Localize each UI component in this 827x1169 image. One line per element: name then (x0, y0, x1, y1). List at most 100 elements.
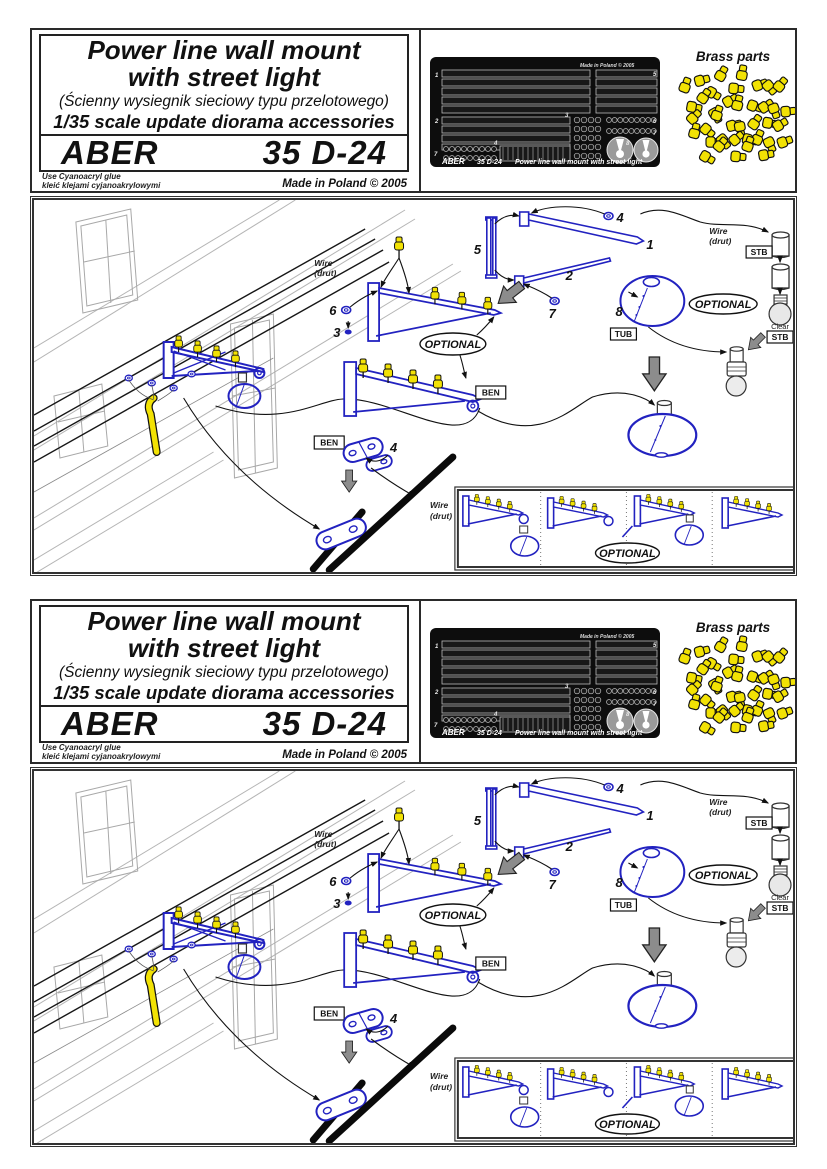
bracket-three-insulators: 6 3 Wire (drut) (314, 807, 504, 913)
instruction-panel: Power line wall mount with street light … (30, 599, 797, 1149)
svg-text:OPTIONAL: OPTIONAL (599, 1119, 656, 1131)
svg-text:3: 3 (565, 684, 569, 690)
header-footer: Use Cyanoacryl glue kleić klejami cyjano… (42, 172, 407, 190)
part1-mount-plate (518, 211, 530, 227)
building-facade (34, 771, 462, 1143)
svg-text:6: 6 (653, 119, 657, 125)
etched-fret-photo: Made in Poland © 2005 (430, 628, 660, 738)
part7-label: 7 (549, 877, 557, 892)
svg-text:BEN: BEN (482, 958, 500, 968)
part6-label: 6 (329, 303, 337, 318)
fret-and-brass-art: Made in Poland © 2005 (430, 620, 795, 738)
svg-text:4: 4 (493, 141, 498, 147)
brass-parts-label: Brass parts (696, 49, 771, 64)
assembly-arrow-icon (341, 469, 358, 493)
window-upper-left (75, 208, 139, 314)
assembly-diagram: 5 1 2 4 7 (34, 771, 793, 1143)
brass-parts-label: Brass parts (696, 620, 771, 635)
svg-text:OPTIONAL: OPTIONAL (695, 870, 752, 882)
optional-callout-2: OPTIONAL (688, 293, 758, 315)
svg-text:5: 5 (653, 72, 657, 78)
stb-chain: Wire (drut) STB Clear (640, 209, 793, 344)
svg-text:7: 7 (434, 152, 438, 158)
fret-small-circles (443, 116, 657, 161)
part3-label: 3 (333, 325, 341, 340)
bulb-socket-stack (725, 346, 747, 397)
wire-label-en-2: Wire (430, 1071, 449, 1081)
part2-label: 2 (565, 839, 574, 854)
brass-parts-illustration: Brass parts (677, 620, 795, 738)
big-down-arrow-icon (642, 927, 667, 963)
scene-curl (253, 367, 266, 379)
fret-part-numbers: 1 2 7 4 3 5 6 7 8 (434, 643, 657, 729)
anchor-plate-group: BEN 4 (309, 435, 457, 572)
fret-caption-code: 35 D-24 (477, 730, 502, 737)
wire-to-anchor-plate (183, 968, 321, 1101)
street-lamp-shade (227, 372, 262, 409)
wire-label-en: Wire (314, 258, 333, 268)
wire-label-pl: (drut) (314, 268, 336, 278)
optional-callout-2: OPTIONAL (688, 864, 758, 886)
assembly-arrow-icon (341, 1040, 358, 1064)
part1-mount-plate (518, 782, 530, 798)
part3-pin (344, 892, 352, 906)
wire-shade-to-bulb (648, 326, 728, 355)
header-photo-block: Made in Poland © 2005 (421, 601, 795, 762)
svg-text:STB: STB (751, 247, 768, 257)
product-subtitle-polish: (Ścienny wysiegnik sieciowy typu przelot… (59, 93, 389, 110)
clear-bulb (768, 294, 792, 326)
part2-brace (522, 257, 612, 285)
svg-text:STB: STB (772, 332, 789, 342)
part8-label: 8 (615, 304, 623, 319)
window-upper-left (75, 779, 139, 885)
assembly-diagram-frame: 5 1 2 4 7 (30, 767, 797, 1147)
svg-text:BEN: BEN (320, 437, 338, 447)
svg-text:OPTIONAL: OPTIONAL (425, 910, 482, 922)
conduit-tube (144, 394, 161, 456)
option-variant-2 (548, 496, 614, 528)
part8-label: 8 (615, 875, 623, 890)
stb-chain: Wire (drut) STB Clear (640, 780, 793, 915)
option-variant-2 (548, 1067, 614, 1099)
wire-curl-to-shade (477, 392, 656, 427)
svg-text:STB: STB (772, 903, 789, 913)
power-lines (34, 228, 390, 493)
stb-label-2: STB (766, 330, 793, 344)
clear-label: Clear (771, 322, 789, 331)
title-box: Power line wall mount with street light … (39, 34, 409, 136)
exploded-bracket-parts: 5 1 2 4 7 (474, 206, 654, 321)
svg-text:5: 5 (653, 643, 657, 649)
option-variant-3 (621, 1065, 705, 1117)
assembly-arrow-icon (742, 329, 769, 356)
bracket-four-insulators: BEN OPTIONAL (343, 887, 656, 998)
bracket-three-insulators: 6 3 Wire (drut) (314, 236, 504, 342)
wire-to-stb (640, 780, 770, 804)
stb-label-2: STB (766, 901, 793, 915)
product-title-line2: with street light (127, 62, 321, 92)
part6-label: 6 (329, 874, 337, 889)
product-code: 35 D-24 (262, 705, 387, 742)
fret-part-numbers: 1 2 7 4 3 5 6 7 8 (434, 72, 657, 158)
scene-drop-wires (128, 379, 174, 402)
part1-label: 1 (646, 808, 653, 823)
part3-label: 3 (333, 896, 341, 911)
bulb-socket-stack (725, 917, 747, 968)
window-right (229, 313, 278, 479)
fret-caption-brand: ABER (441, 157, 465, 166)
installed-bracket-scene (124, 336, 481, 530)
svg-text:2: 2 (434, 690, 439, 696)
wire-curl-to-shade (477, 963, 656, 998)
wire-to-anchor-plate (183, 397, 321, 530)
header-footer: Use Cyanoacryl glue kleić klejami cyjano… (42, 743, 407, 761)
brass-parts-illustration: Brass parts (677, 49, 795, 167)
svg-text:OPTIONAL: OPTIONAL (599, 548, 656, 560)
assembly-arrow-icon (742, 900, 769, 927)
option-variant-3 (621, 494, 705, 546)
etched-fret-photo: Made in Poland © 2005 (430, 57, 660, 167)
tub-shade-group: 8 TUB OPTIONAL (609, 846, 769, 1029)
product-title-line2: with street light (127, 633, 321, 663)
glue-note-pl: kleić klejami cyjanoakrylowymi (42, 752, 161, 761)
assembly-diagram: 5 1 2 4 7 (34, 200, 793, 572)
brass-parts-pile (677, 63, 795, 167)
tub-label: TUB (609, 898, 638, 912)
